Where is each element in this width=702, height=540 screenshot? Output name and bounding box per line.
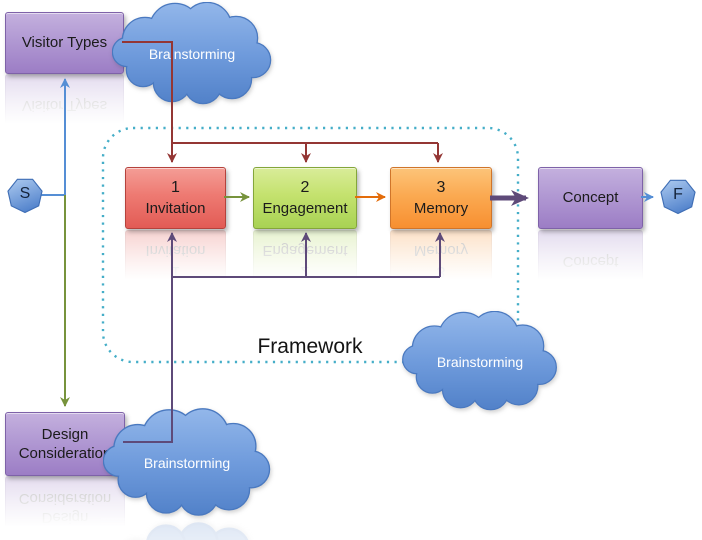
memory-reflection: 3 Memory: [389, 229, 493, 293]
cloud-shape: [103, 408, 271, 516]
brainstorming-cloud-bottom: Brainstorming: [103, 408, 271, 518]
brainstorming-cloud-top: Brainstorming: [112, 2, 272, 106]
visitor-types-label: Visitor Types: [21, 34, 108, 52]
memory-node: 3 Memory: [390, 167, 492, 229]
framework-label: Framework: [257, 335, 363, 358]
cloud-shape: [145, 522, 251, 540]
design-consideration-label: Design Consideration: [18, 425, 112, 463]
reflection-fade: [101, 518, 273, 540]
heptagon-shape: [7, 178, 43, 214]
engagement-reflection: 2 Engagement: [252, 229, 358, 293]
memory-label: Memory: [413, 199, 469, 217]
reflection-fade: [252, 229, 358, 293]
invitation-label: Invitation: [145, 199, 206, 217]
design-consideration-node: Design Consideration: [5, 412, 125, 476]
concept-node: Concept: [538, 167, 643, 229]
reflection-fade: [537, 229, 644, 293]
reflection-fade: [4, 73, 125, 137]
start-label: S: [19, 185, 31, 202]
reflection-fade: [124, 229, 227, 293]
cloud-middle-label: Brainstorming: [436, 353, 524, 370]
engagement-number: 2: [300, 178, 310, 196]
start-node: S: [6, 176, 44, 214]
cloud-bottom-label: Brainstorming: [143, 455, 231, 471]
invitation-node: 1 Invitation: [125, 167, 226, 229]
concept-reflection: Concept: [537, 229, 644, 293]
engagement-label: Engagement: [262, 199, 348, 217]
finish-node: F: [659, 177, 697, 215]
invitation-reflection: 1 Invitation: [124, 229, 227, 293]
cloud-top-label: Brainstorming: [148, 46, 236, 62]
invitation-number: 1: [171, 178, 180, 196]
visitor-types-reflection: Visitor Types: [4, 73, 125, 137]
engagement-node: 2 Engagement: [253, 167, 357, 229]
memory-number: 3: [436, 178, 446, 196]
finish-label: F: [673, 186, 683, 203]
visitor-types-node: Visitor Types: [5, 12, 124, 74]
heptagon-shape: [660, 179, 696, 215]
cloud-bottom-reflection: [101, 518, 273, 540]
concept-label: Concept: [562, 189, 619, 207]
reflection-fade: [389, 229, 493, 293]
brainstorming-cloud-middle: Brainstorming: [396, 311, 564, 412]
